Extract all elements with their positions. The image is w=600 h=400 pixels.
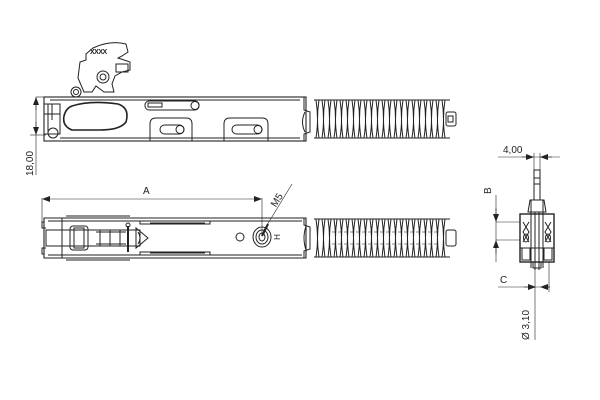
height-dimension: 18,00	[25, 150, 36, 176]
dimension-b: B	[483, 187, 494, 194]
length-dimension-a: A	[143, 186, 150, 197]
hook-lever	[77, 42, 131, 93]
side-spring	[314, 99, 457, 139]
part-marking: XXXX	[90, 49, 107, 56]
width-dimension: 4,00	[503, 145, 523, 156]
end-view	[493, 153, 560, 340]
arrow-triangle	[135, 226, 149, 250]
top-body	[43, 217, 307, 259]
diameter-dimension: Ø 3,10	[521, 309, 532, 340]
large-slot	[62, 101, 128, 131]
hole-label: H	[272, 234, 282, 240]
side-view	[30, 42, 457, 175]
round-hole	[235, 232, 245, 242]
m5-threaded-hole	[252, 226, 272, 248]
top-spring	[314, 218, 457, 258]
dimension-c: C	[500, 275, 508, 286]
lever-pivot	[96, 70, 110, 84]
top-view	[41, 183, 457, 261]
